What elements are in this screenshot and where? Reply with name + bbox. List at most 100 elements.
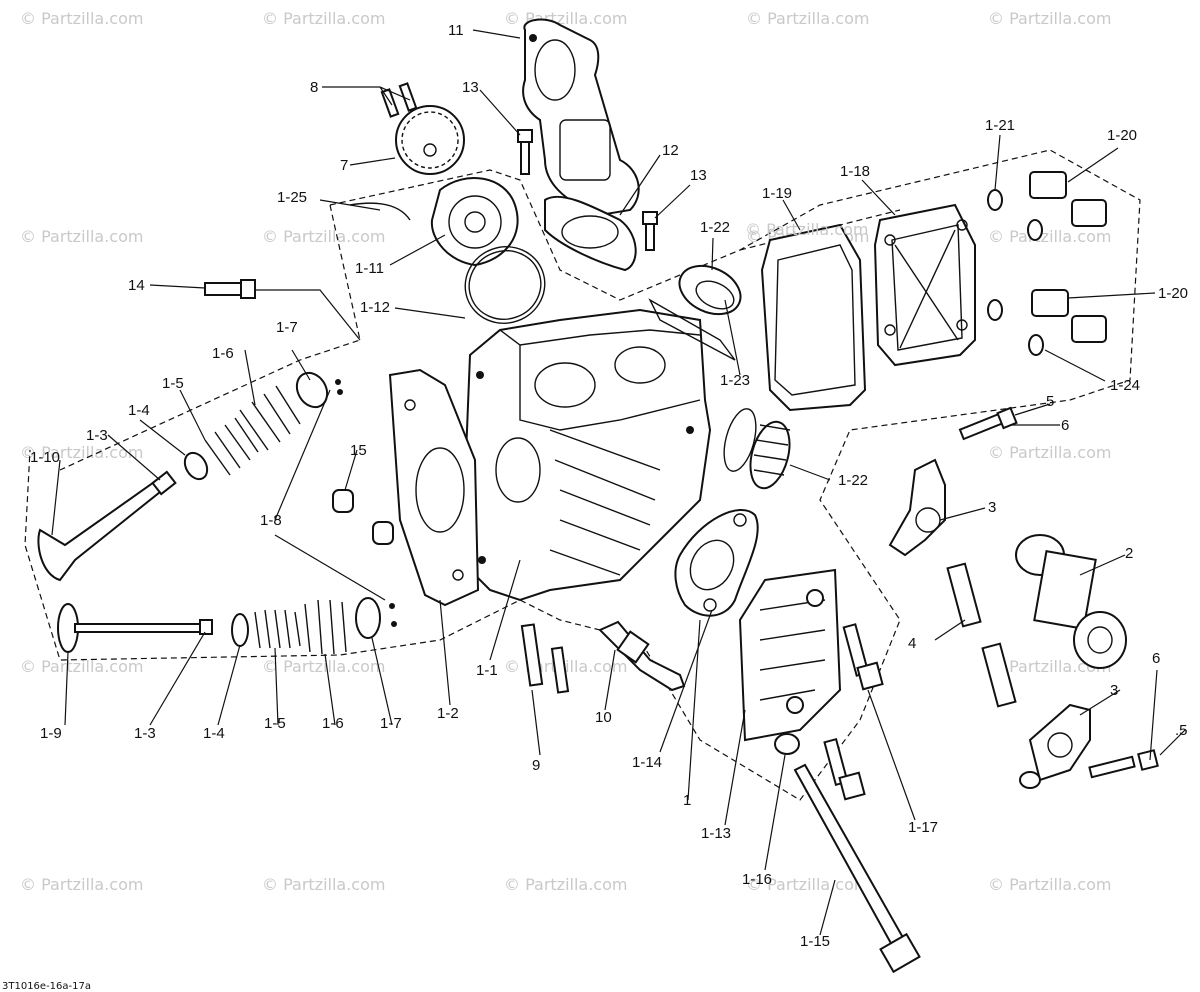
callout-1-14: 1-14 [632, 754, 662, 771]
callout-5: 5 [1046, 393, 1054, 410]
watermark: © Partzilla.com [504, 875, 627, 894]
watermark: © Partzilla.com [20, 875, 143, 894]
callout-1-9: 1-9 [40, 725, 62, 742]
watermark: © Partzilla.com [262, 9, 385, 28]
callout-1-6: 1-6 [322, 715, 344, 732]
callout-1-1: 1-1 [476, 662, 498, 679]
callout-1-3: 1-3 [134, 725, 156, 742]
rocker-shafts-part [946, 562, 1017, 708]
callout-1-10: 1-10 [30, 449, 60, 466]
callout-2: 2 [1125, 545, 1133, 562]
head-gasket-part [388, 368, 480, 607]
leader-lines [51, 29, 1186, 936]
callout-1-20: 1-20 [1158, 285, 1188, 302]
cylinder-head-part [463, 308, 712, 602]
watermark: © Partzilla.com [20, 657, 143, 676]
studs-part [823, 623, 884, 801]
callout-10: 10 [595, 709, 612, 726]
watermark: © Partzilla.com [988, 443, 1111, 462]
callout-1-22: 1-22 [700, 219, 730, 236]
watermark: © Partzilla.com [262, 227, 385, 246]
long-bolt-part [793, 763, 921, 974]
cam-sprocket-part [380, 82, 465, 175]
callout-1-15: 1-15 [800, 933, 830, 950]
cam-plate-part [349, 177, 519, 267]
adjust-screws-part [958, 406, 1159, 779]
callout-1-5: 1-5 [264, 715, 286, 732]
callout-13: 13 [690, 167, 707, 184]
callout-1-23: 1-23 [720, 372, 750, 389]
callout-9: 9 [532, 757, 540, 774]
callout-12: 12 [662, 142, 679, 159]
intake-gasket-part [544, 195, 637, 272]
callout-3: 3 [988, 499, 996, 516]
callout-1-6: 1-6 [212, 345, 234, 362]
callout-3: 3 [1110, 682, 1118, 699]
nut-1-16-part [774, 733, 800, 755]
bolt-14-part [204, 279, 256, 299]
callout-1-17: 1-17 [908, 819, 938, 836]
callout-1-2: 1-2 [437, 705, 459, 722]
exhaust-gasket-part [674, 509, 759, 617]
callout-14: 14 [128, 277, 145, 294]
callout-1-25: 1-25 [277, 189, 307, 206]
watermark: © Partzilla.com [504, 9, 627, 28]
watermark: © Partzilla.com [20, 443, 143, 462]
callout-5: .5 [1175, 722, 1188, 739]
bellows-part [749, 420, 791, 490]
callout-15: 15 [350, 442, 367, 459]
exhaust-valve-assembly [37, 371, 343, 582]
watermark: © Partzilla.com [20, 227, 143, 246]
side-cover-part [738, 568, 842, 742]
watermark: © Partzilla.com [746, 875, 869, 894]
watermark: © Partzilla.com [988, 657, 1111, 676]
valve-guides-part [332, 489, 394, 545]
intake-manifold-part [522, 18, 640, 217]
callout-1-18: 1-18 [840, 163, 870, 180]
callout-1-11: 1-11 [355, 260, 384, 277]
watermark: © Partzilla.com [262, 875, 385, 894]
callout-11: 11 [448, 22, 464, 39]
callout-8: 8 [310, 79, 318, 96]
callout-1-24: 1-24 [1110, 377, 1140, 394]
watermark: © Partzilla.com [746, 9, 869, 28]
rocker-arm-upper-part [888, 458, 946, 557]
callout-6: 6 [1061, 417, 1069, 434]
callout-4: 4 [908, 635, 916, 652]
callout-1: 1 [683, 792, 691, 809]
callout-1-21: 1-21 [985, 117, 1015, 134]
watermark: © Partzilla.com [988, 227, 1111, 246]
callout-1-3: 1-3 [86, 427, 108, 444]
spark-plug-part [598, 620, 686, 692]
rocker-arm-lower-part [1019, 703, 1091, 789]
camshaft-part [1015, 534, 1127, 669]
callout-1-5: 1-5 [162, 375, 184, 392]
callout-13: 13 [462, 79, 479, 96]
callout-1-7: 1-7 [380, 715, 402, 732]
callout-1-19: 1-19 [762, 185, 792, 202]
callout-1-4: 1-4 [128, 402, 150, 419]
cover-nuts-part [987, 171, 1107, 356]
callout-1-13: 1-13 [701, 825, 731, 842]
watermark: © Partzilla.com [262, 657, 385, 676]
o-ring-part [464, 246, 546, 324]
bolt-13-part [517, 129, 658, 251]
side-gasket-part [723, 408, 757, 472]
callout-6: 6 [1152, 650, 1160, 667]
callout-1-12: 1-12 [360, 299, 390, 316]
studs-9-part [520, 623, 570, 694]
watermark: © Partzilla.com [988, 9, 1111, 28]
watermark: © Partzilla.com [745, 220, 868, 239]
callout-1-8: 1-8 [260, 512, 282, 529]
drawing-code: 3T1016e-16a-17a [2, 981, 91, 992]
callout-1-22: 1-22 [838, 472, 868, 489]
callout-labels: 11 8 13 7 12 13 1-25 1-11 1-12 14 1-22 1… [30, 22, 1188, 950]
callout-7: 7 [340, 157, 348, 174]
intake-valve-assembly [57, 597, 397, 655]
callout-1-7: 1-7 [276, 319, 298, 336]
watermark: © Partzilla.com [20, 9, 143, 28]
valve-cover-part [873, 203, 976, 367]
callout-1-16: 1-16 [742, 871, 772, 888]
watermark: © Partzilla.com [988, 875, 1111, 894]
